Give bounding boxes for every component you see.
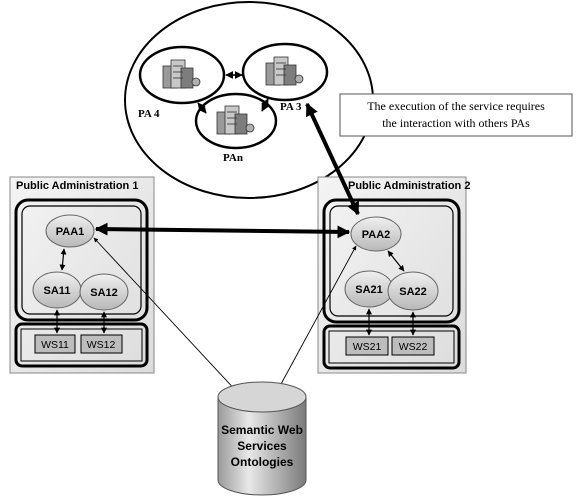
ws22-box <box>391 336 435 356</box>
paa2-node <box>350 216 402 252</box>
database-line-3: Ontologies <box>231 455 294 469</box>
server-icon <box>265 56 304 86</box>
pa4-node <box>138 45 226 105</box>
ws11-label: WS11 <box>41 339 69 351</box>
paa1-label: PAA1 <box>56 226 85 238</box>
note-line-1: The execution of the service requires <box>367 99 545 113</box>
server-icon <box>162 59 201 89</box>
arrow-pa4-pan <box>197 102 207 114</box>
arrow-pa3-pan <box>261 98 269 112</box>
ws21-label: WS21 <box>353 341 382 353</box>
admin1-title: Public Administration 1 <box>16 180 138 192</box>
admin2-title: Public Administration 2 <box>348 180 470 192</box>
server-icon <box>216 105 255 135</box>
link-paa1-ontology <box>93 237 253 409</box>
public-administration-2: Public Administration 2 PAA2 SA21 SA22 W… <box>317 176 470 374</box>
paa2-label: PAA2 <box>362 229 391 241</box>
pa-cluster: PA 4 PA 3 PAn <box>124 1 374 199</box>
arrow-paa1-paa2 <box>94 222 351 239</box>
ws12-label: WS12 <box>87 339 116 351</box>
pan-node <box>194 92 278 150</box>
sa11-label: SA11 <box>44 285 71 297</box>
public-administration-1: Public Administration 1 PAA1 SA11 SA12 W… <box>9 176 155 374</box>
ws11-box <box>34 334 76 354</box>
arrow-paa1-sa11 <box>59 248 67 271</box>
sa22-node <box>387 271 439 311</box>
link-paa2-ontology <box>267 245 357 409</box>
ws22-label: WS22 <box>399 341 428 353</box>
note-box: The execution of the service requires th… <box>339 93 573 137</box>
arrow-pa3-paa2 <box>305 102 360 216</box>
database-line-2: Services <box>237 439 287 453</box>
sa21-label: SA21 <box>355 284 383 296</box>
ontology-database: Semantic Web Services Ontologies <box>217 381 307 496</box>
note-line-2: the interaction with others PAs <box>382 116 530 130</box>
sa22-label: SA22 <box>399 286 427 298</box>
pa3-label: PA 3 <box>280 101 302 113</box>
database-line-1: Semantic Web <box>221 423 303 437</box>
sa12-label: SA12 <box>90 287 118 299</box>
pa3-node <box>241 42 329 102</box>
paa1-node <box>45 214 95 248</box>
pan-label: PAn <box>223 152 243 164</box>
pa4-label: PA 4 <box>138 108 160 120</box>
database-icon <box>217 397 307 496</box>
arrow-paa2-sa22 <box>387 250 405 272</box>
